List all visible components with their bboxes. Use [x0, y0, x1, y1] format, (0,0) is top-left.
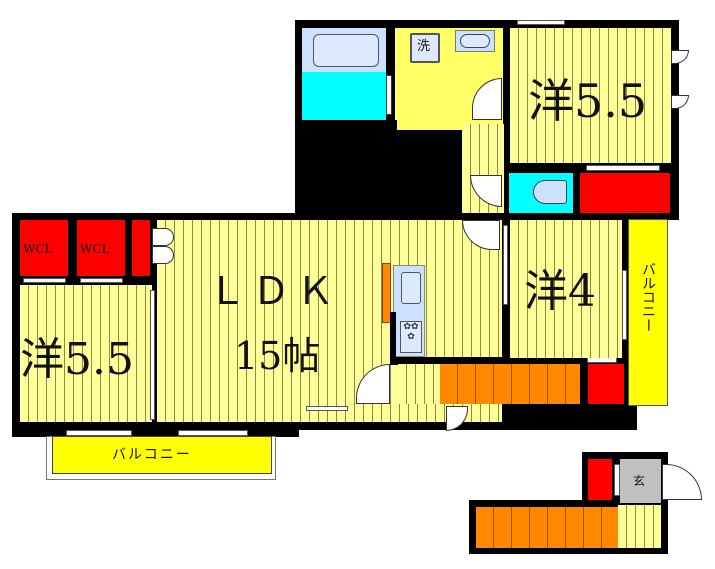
- staircase-1f: [476, 507, 618, 548]
- entrance: [620, 459, 661, 503]
- stove-icon: ✿✿✿: [400, 321, 422, 353]
- western-room-middle: [510, 220, 622, 358]
- closet-folding-door[interactable]: [152, 246, 174, 264]
- bathroom-door[interactable]: [386, 75, 392, 115]
- balcony-bottom-label: バルコニー: [112, 447, 192, 463]
- bathtub-icon: [313, 34, 379, 67]
- lower-hallway: [398, 364, 440, 404]
- staircase: [440, 364, 580, 404]
- western-room-left: [20, 285, 152, 422]
- entrance-storage: [588, 459, 612, 500]
- balcony-right-label: バルコニー: [640, 262, 656, 332]
- wcl-label-1: WCL: [23, 242, 53, 256]
- sliding-door[interactable]: [503, 225, 508, 305]
- window-door[interactable]: [671, 50, 689, 64]
- room-label-western-upper: 洋5.5: [528, 74, 648, 128]
- window: [306, 406, 348, 411]
- storage-lower: [588, 364, 624, 404]
- window: [622, 270, 627, 340]
- closet-upper: [580, 173, 670, 213]
- room-label-western-left: 洋5.5: [20, 334, 134, 385]
- wall: [390, 357, 635, 365]
- washing-machine-space: [410, 33, 440, 63]
- western-room-upper: [510, 28, 671, 163]
- closet-door[interactable]: [23, 278, 66, 283]
- walk-in-closet-1: [20, 220, 68, 276]
- storage-door[interactable]: [614, 464, 620, 496]
- front-door[interactable]: [662, 464, 702, 500]
- wall: [390, 312, 396, 362]
- room-label-ldk-size: 15帖: [234, 334, 321, 378]
- room-label-western-middle: 洋4: [524, 266, 596, 317]
- kitchen-sink-icon: [401, 272, 421, 304]
- closet-door[interactable]: [586, 165, 660, 171]
- toilet-icon: [533, 180, 567, 204]
- balcony-right: [628, 219, 668, 406]
- window: [178, 430, 248, 436]
- closet-folding-door[interactable]: [152, 228, 174, 246]
- window: [66, 430, 132, 436]
- walk-in-closet-2: [77, 220, 125, 276]
- storage-small: [132, 220, 150, 276]
- room-label-ldk: ＬＤＫ: [208, 269, 341, 313]
- sliding-door[interactable]: [150, 290, 155, 420]
- entrance-label: 玄: [633, 474, 646, 488]
- window: [517, 20, 565, 25]
- sink-bowl-icon: [460, 34, 490, 48]
- wcl-label-2: WCL: [80, 242, 110, 256]
- window-door[interactable]: [671, 95, 689, 109]
- entrance-hall: [618, 505, 661, 548]
- closet-door[interactable]: [80, 278, 123, 283]
- washroom-label: 洗: [417, 39, 431, 54]
- wall: [385, 130, 455, 140]
- balcony-bottom: [52, 436, 272, 474]
- kitchen-backsplash: [382, 263, 391, 323]
